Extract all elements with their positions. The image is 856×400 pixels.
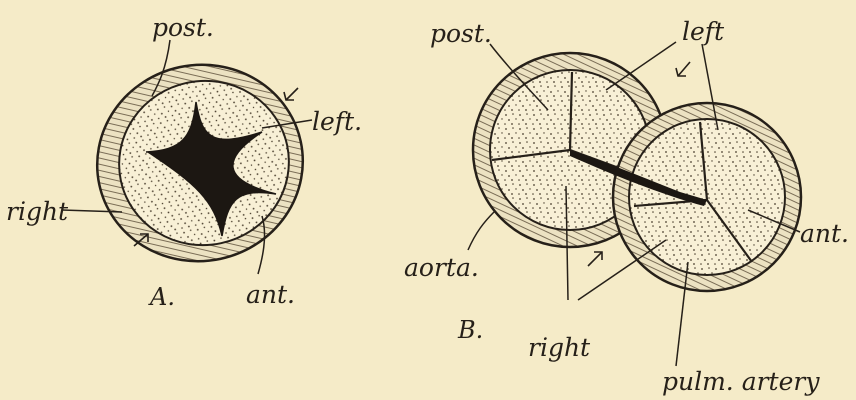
figure-b: post. left aorta. right ant. pulm. arter… — [404, 17, 849, 396]
leader-b-aorta — [468, 212, 494, 250]
label-b-left: left — [682, 17, 725, 46]
label-a-post: post. — [152, 13, 214, 42]
arrow-a-top — [284, 88, 298, 100]
pulmonary-artery — [613, 103, 801, 291]
label-b-post: post. — [430, 19, 492, 48]
label-b-aorta: aorta. — [404, 253, 479, 282]
label-b-ant: ant. — [800, 219, 849, 248]
label-b-right: right — [528, 333, 591, 362]
caption-b: B. — [457, 316, 483, 344]
label-b-pulm-artery: pulm. artery — [662, 367, 820, 396]
label-a-ant: ant. — [246, 280, 295, 309]
arrow-b-bottom — [588, 252, 602, 266]
caption-a: A. — [148, 283, 175, 311]
label-a-right: right — [6, 197, 69, 226]
label-a-left: left. — [312, 107, 362, 136]
arrow-b-top — [676, 62, 690, 76]
figure-a: post. left. right ant. A. — [6, 13, 362, 311]
